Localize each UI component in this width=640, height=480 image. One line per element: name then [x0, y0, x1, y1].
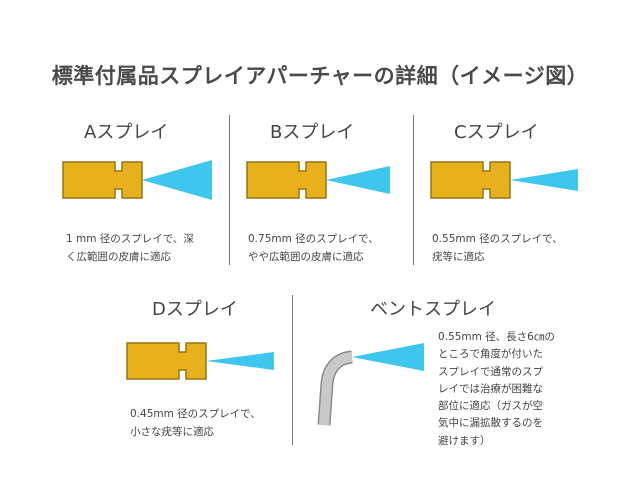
spray-c-label: Cスプレイ: [454, 122, 539, 143]
desc-line: 1 mm 径のスプレイで、深: [66, 233, 194, 245]
spray-b-label: Bスプレイ: [270, 122, 355, 143]
desc-line: 0.75mm 径のスプレイで、: [248, 233, 379, 245]
desc-line: 小さな疣等に適応: [130, 426, 214, 438]
spray-c-cone: [510, 169, 578, 191]
desc-line: く広範囲の皮膚に適応: [66, 251, 171, 263]
vent-spray-nozzle-icon: [317, 343, 424, 426]
divider-bc: [413, 115, 414, 265]
spray-d-body: [126, 342, 207, 380]
vent-spray-label: ベントスプレイ: [370, 299, 496, 320]
desc-line: やや広範囲の皮膚に適応: [248, 251, 364, 263]
spray-a-cone: [142, 160, 212, 200]
desc-line: 部位に適応（ガスが空: [438, 400, 543, 413]
divider-ab: [229, 115, 230, 265]
desc-line: 0.55mm 径のスプレイで、: [432, 233, 563, 245]
spray-a-label: Aスプレイ: [84, 122, 169, 143]
spray-a-description: 1 mm 径のスプレイで、深 く広範囲の皮膚に適応: [66, 230, 194, 266]
spray-b-description: 0.75mm 径のスプレイで、 やや広範囲の皮膚に適応: [248, 230, 379, 266]
spray-a-nozzle-icon: [62, 160, 212, 200]
vent-cone: [352, 343, 424, 371]
desc-line: ところで角度が付いた: [438, 348, 543, 361]
desc-line: 疣等に適応: [432, 251, 485, 263]
spray-b-nozzle-icon: [246, 161, 390, 199]
desc-line: レイでは治療が困難な: [438, 382, 543, 395]
desc-line: 0.55mm 径、長さ6㎝の: [438, 331, 555, 343]
desc-line: 気中に漏拡散するのを: [438, 417, 543, 430]
desc-line: 0.45mm 径のスプレイで、: [130, 408, 261, 420]
spray-d-nozzle-icon: [126, 342, 274, 380]
spray-b-body: [246, 161, 327, 199]
desc-line: スプレイで通常のスプ: [438, 365, 543, 378]
spray-d-description: 0.45mm 径のスプレイで、 小さな疣等に適応: [130, 405, 261, 441]
spray-c-body: [430, 161, 511, 199]
desc-line: 避けます）: [438, 434, 491, 447]
spray-c-description: 0.55mm 径のスプレイで、 疣等に適応: [432, 230, 563, 266]
spray-a-body: [62, 161, 143, 199]
spray-c-nozzle-icon: [430, 161, 578, 199]
vent-spray-description: 0.55mm 径、長さ6㎝の ところで角度が付いた スプレイで通常のスプ レイで…: [438, 329, 555, 450]
spray-b-cone: [326, 166, 390, 194]
vent-tube: [319, 352, 353, 426]
page-title: 標準付属品スプレイアパーチャーの詳細（イメージ図）: [51, 63, 589, 88]
divider-d-vent: [292, 295, 293, 445]
spray-d-label: Dスプレイ: [152, 299, 238, 320]
spray-d-cone: [206, 352, 274, 370]
